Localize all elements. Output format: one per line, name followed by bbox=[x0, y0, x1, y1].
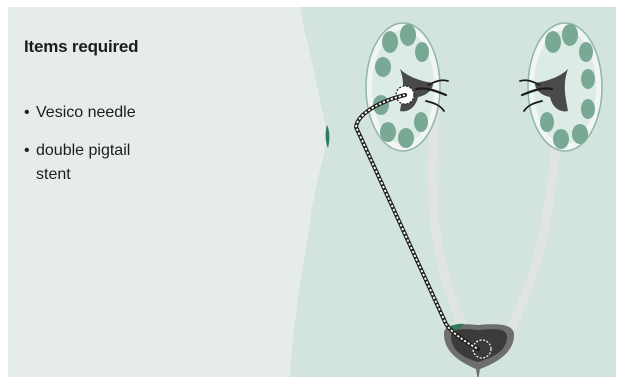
right-kidney bbox=[520, 23, 602, 151]
list-item: • Vesico needle bbox=[24, 101, 164, 125]
items-required-panel: Items required • Vesico needle • double … bbox=[24, 37, 284, 201]
illustration-frame: Items required • Vesico needle • double … bbox=[8, 7, 616, 377]
bullet-glyph: • bbox=[24, 139, 36, 187]
items-required-heading: Items required bbox=[24, 37, 284, 57]
list-item-label: double pigtail stent bbox=[36, 139, 164, 187]
bullet-glyph: • bbox=[24, 101, 36, 125]
left-ureter bbox=[432, 103, 464, 329]
list-item-label: Vesico needle bbox=[36, 101, 136, 125]
list-item: • double pigtail stent bbox=[24, 139, 164, 187]
skin-puncture-mark bbox=[326, 125, 330, 148]
items-list: • Vesico needle • double pigtail stent bbox=[24, 101, 284, 187]
